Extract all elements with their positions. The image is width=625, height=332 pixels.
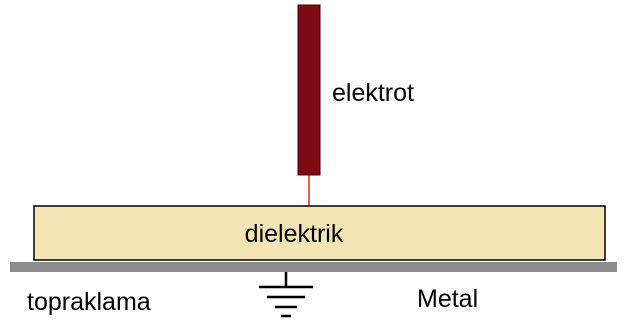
electrode-label: elektrot — [332, 79, 414, 107]
ground-symbol-icon — [259, 272, 313, 318]
ground-label: topraklama — [27, 288, 151, 316]
metal-label: Metal — [417, 285, 478, 313]
dielectric-label: dielektrik — [245, 220, 344, 248]
dielectric-slab — [33, 205, 606, 261]
electrode-rod — [297, 4, 321, 176]
metal-plate — [10, 262, 617, 272]
